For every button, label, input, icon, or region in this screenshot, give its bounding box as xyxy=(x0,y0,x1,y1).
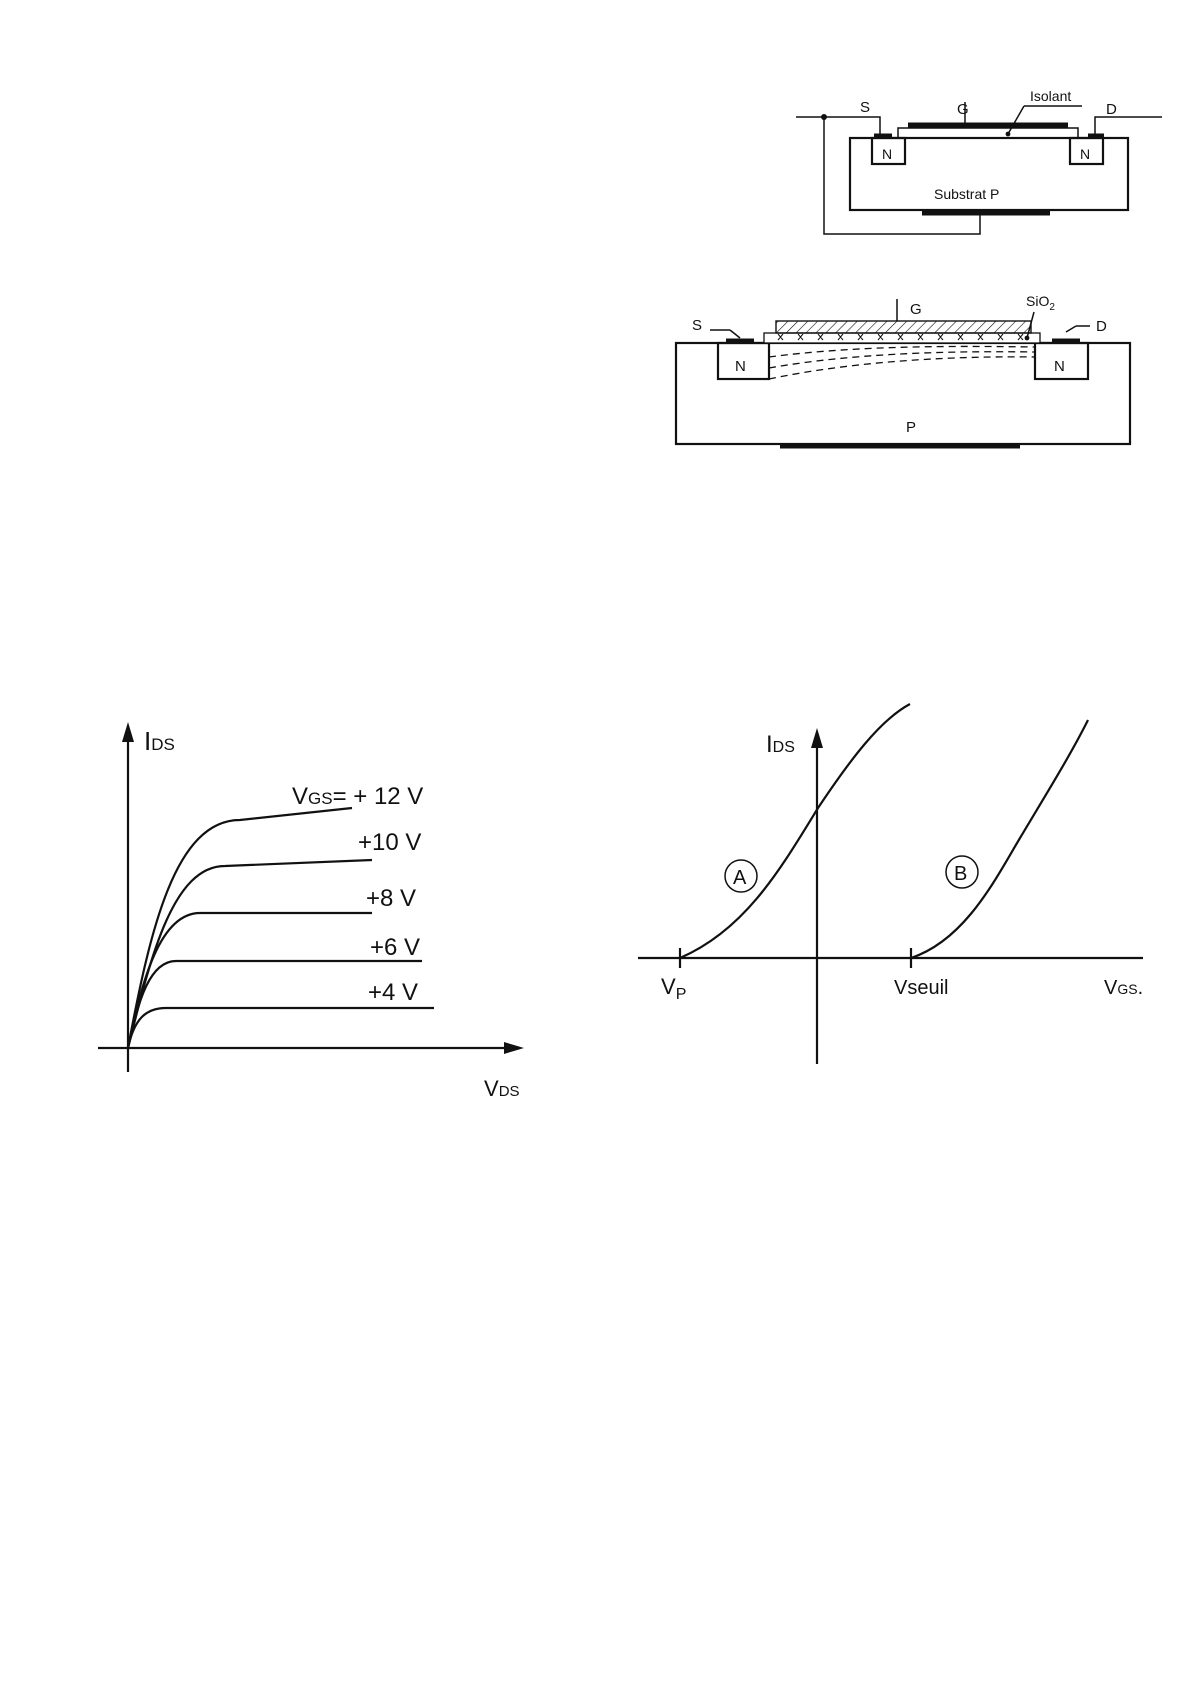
curve-label-vgs-6: +6 V xyxy=(370,934,420,961)
n-right-label: N xyxy=(1080,146,1090,162)
source-wire xyxy=(796,117,880,134)
curve-vgs-8 xyxy=(128,913,372,1048)
x-axis-arrow xyxy=(504,1042,524,1054)
insulator-outline xyxy=(898,128,1078,138)
curve-label-vgs-8: +8 V xyxy=(366,885,416,912)
curve-b-label: B xyxy=(954,863,967,885)
curve-vgs-12 xyxy=(128,808,352,1048)
x-axis-label: VDS xyxy=(484,1076,520,1101)
threshold-label: Vseuil xyxy=(894,977,948,999)
drain-wire xyxy=(1095,117,1162,134)
drain-label-2: D xyxy=(1096,318,1107,335)
curve-b-enhancement xyxy=(911,720,1088,958)
n-left-label: N xyxy=(882,146,892,162)
curve-vgs-10 xyxy=(128,860,372,1048)
oxide-label: SiO2 xyxy=(1026,293,1055,313)
curve-label-vgs-12: VGS= + 12 V xyxy=(292,783,423,810)
mosfet-enhancement-diagram: S G Isolant D N N Substrat P xyxy=(796,88,1162,234)
n-left-label-2: N xyxy=(735,358,746,375)
insulator-leader xyxy=(1008,106,1024,134)
y-axis-arrow-2 xyxy=(811,728,823,748)
curve-a-label: A xyxy=(733,867,747,889)
x-axis-label-2: VGS. xyxy=(1104,977,1143,999)
gate-label: G xyxy=(957,101,969,118)
drain-label: D xyxy=(1106,101,1117,118)
pinch-off-label: VP xyxy=(661,974,686,1003)
y-axis-arrow xyxy=(122,722,134,742)
channel-field-lines xyxy=(769,346,1035,379)
y-axis-label: IDS xyxy=(144,726,175,756)
source-label-2: S xyxy=(692,317,702,334)
curve-label-vgs-4: +4 V xyxy=(368,979,418,1006)
substrate-return-wire xyxy=(824,117,980,234)
gate-electrode xyxy=(776,321,1031,333)
substrate-label: Substrat P xyxy=(934,186,999,202)
gate-label-2: G xyxy=(910,301,922,318)
insulator-label: Isolant xyxy=(1030,88,1071,104)
y-axis-label-2: IDS xyxy=(766,731,795,758)
source-label: S xyxy=(860,99,870,116)
curve-label-vgs-10: +10 V xyxy=(358,829,421,856)
output-characteristics-chart: IDS VDS VGS= + 12 V +10 V +8 V +6 V +4 V xyxy=(98,722,524,1101)
substrate-label-2: P xyxy=(906,419,916,436)
curve-vgs-4 xyxy=(128,1008,434,1048)
transfer-characteristics-chart: A B IDS VP Vseuil VGS. xyxy=(638,704,1143,1064)
curve-a-depletion xyxy=(680,704,910,958)
n-right-label-2: N xyxy=(1054,358,1065,375)
mosfet-channel-diagram: S G SiO2 D N N P xyxy=(676,293,1130,446)
